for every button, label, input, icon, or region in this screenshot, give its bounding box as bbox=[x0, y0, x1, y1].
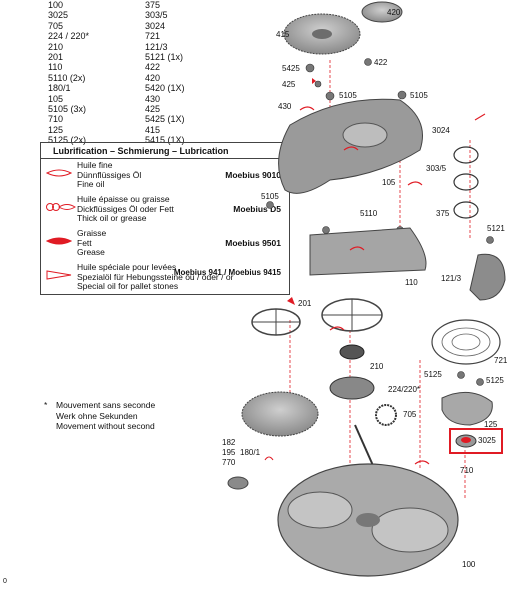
part-label: 5425 bbox=[282, 64, 300, 73]
side-mark: 0 bbox=[3, 578, 7, 585]
lube-brand: Moebius D5 bbox=[233, 204, 281, 214]
table-row: 5110 (2x)420 bbox=[48, 72, 161, 83]
part-label: 430 bbox=[278, 102, 292, 111]
lube-entry-grease: Graisse Fett Grease Moebius 9501 bbox=[41, 227, 289, 261]
balance-721 bbox=[431, 319, 501, 365]
part-label: 3024 bbox=[432, 126, 450, 135]
bridge-121-3 bbox=[469, 253, 506, 301]
special-oil-drop-icon bbox=[46, 270, 72, 280]
part-label: 100 bbox=[462, 560, 476, 569]
part-label: 195 bbox=[222, 448, 236, 457]
lube-brand: Moebius 941 / Moebius 9415 bbox=[173, 268, 281, 277]
wheel-420 bbox=[361, 1, 403, 23]
wheel-180-1 bbox=[241, 391, 319, 437]
lubrication-legend: Lubrification – Schmierung – Lubrication… bbox=[40, 142, 290, 295]
part-label: 224/220* bbox=[388, 385, 421, 394]
bridge-110 bbox=[309, 227, 427, 276]
table-row: 5105 (3x)425 bbox=[48, 104, 161, 115]
lube-brand: Moebius 9501 bbox=[225, 238, 281, 248]
lube-brand: Moebius 9010 bbox=[225, 170, 281, 180]
lube-entry-fine-oil: Huile fine Dünnflüssiges Öl Fine oil Moe… bbox=[41, 159, 289, 193]
bridge-105 bbox=[278, 98, 423, 194]
part-label: 3025 bbox=[478, 436, 496, 445]
part-label: 5125 bbox=[486, 376, 504, 385]
lube-entry-special-oil: Huile spéciale pour levées Spezialöl für… bbox=[41, 261, 289, 295]
part-label: 5105 bbox=[339, 91, 357, 100]
part-label: 710 bbox=[460, 466, 474, 475]
part-label: 210 bbox=[370, 362, 384, 371]
part-label: 125 bbox=[484, 420, 498, 429]
plate-125 bbox=[441, 391, 493, 426]
part-label: 5105 bbox=[261, 192, 279, 201]
thick-oil-drop-icon bbox=[46, 203, 76, 211]
part-label: 705 bbox=[403, 410, 417, 419]
part-label: 375 bbox=[436, 209, 450, 218]
lubrication-title: Lubrification – Schmierung – Lubrication bbox=[41, 143, 289, 159]
part-label: 5110 bbox=[360, 209, 378, 218]
part-label: 121/3 bbox=[441, 274, 462, 283]
part-label: 180/1 bbox=[240, 448, 261, 457]
part-label: 110 bbox=[405, 278, 418, 287]
part-label: 201 bbox=[298, 299, 312, 308]
part-label: 5105 bbox=[410, 91, 428, 100]
table-row: 224 / 220*721 bbox=[48, 31, 161, 42]
part-label: 420 bbox=[387, 8, 401, 17]
thin-oil-drop-icon bbox=[45, 169, 73, 177]
part-label: 422 bbox=[374, 58, 388, 67]
part-label: 5121 bbox=[487, 224, 505, 233]
lube-entry-thick-oil: Huile épaisse ou graisse Dickflüssiges Ö… bbox=[41, 193, 289, 227]
table-row: 5125 (2x)5415 (1X) bbox=[48, 135, 185, 146]
part-label: 721 bbox=[494, 356, 508, 365]
part-label: 303/5 bbox=[426, 164, 447, 173]
grease-drop-icon bbox=[45, 237, 73, 245]
part-label: 5125 bbox=[424, 370, 442, 379]
part-label: 415 bbox=[276, 30, 290, 39]
footnote: * Mouvement sans seconde Werk ohne Sekun… bbox=[44, 400, 156, 431]
part-label: 105 bbox=[382, 178, 396, 187]
part-label: 770 bbox=[222, 458, 236, 467]
part-label: 182 bbox=[222, 438, 236, 447]
part-label: 425 bbox=[282, 80, 296, 89]
highlight-box-3025 bbox=[449, 428, 503, 454]
